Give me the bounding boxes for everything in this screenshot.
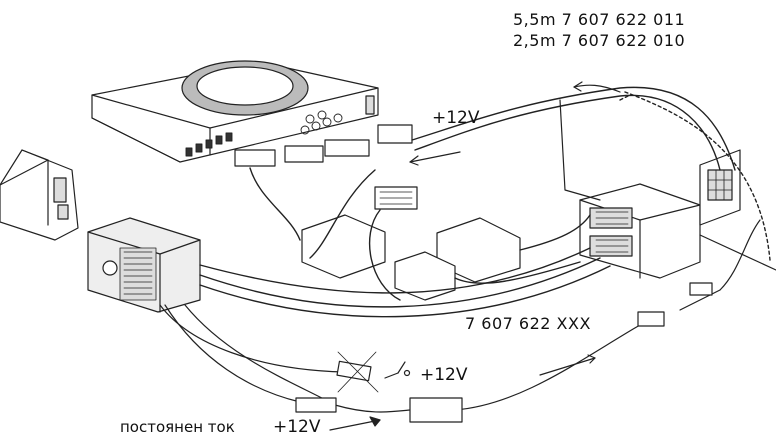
- arrow-top: [573, 84, 621, 93]
- fuse-box: [699, 149, 741, 226]
- switched-fuse-holder: [336, 360, 372, 382]
- fuse-mark: [337, 351, 379, 393]
- switch-symbol: [397, 361, 406, 374]
- vehicle-connector-right: [579, 183, 701, 279]
- connector-iso-small: [394, 251, 456, 301]
- iso-connector-main: [87, 217, 201, 313]
- battery-connector-plug: [409, 397, 463, 423]
- amp-plug-2: [284, 145, 324, 163]
- car-body-line: [559, 99, 601, 201]
- remote-connector: [637, 311, 665, 327]
- part-number-5-5m: 5,5m 7 607 622 011: [513, 10, 686, 29]
- connector-speaker: [301, 214, 386, 279]
- label-plus12v-permanent: +12V: [273, 417, 321, 437]
- part-number-2-5m: 2,5m 7 607 622 010: [513, 31, 686, 50]
- amplifier-unit: [91, 60, 379, 163]
- part-number-generic: 7 607 622 XXX: [465, 314, 591, 333]
- arrow-plus12-bottom: [329, 419, 381, 431]
- arrow-bottom: [539, 357, 596, 376]
- label-permanent-current: постоянен ток: [120, 418, 235, 436]
- remote-connector-2: [689, 282, 713, 296]
- amp-plug-4: [377, 124, 413, 144]
- amp-plug-3: [324, 139, 370, 157]
- car-radio-unit: [0, 149, 79, 241]
- label-plus12v-switched: +12V: [420, 365, 468, 385]
- amp-plug-1: [234, 149, 276, 167]
- amplifier-sockets: [185, 110, 343, 157]
- car-floor-line: [699, 234, 776, 271]
- label-plus12v-amplifier: +12V: [432, 108, 480, 128]
- arrow-left-top: [409, 151, 461, 163]
- battery-connector: [295, 397, 337, 413]
- cable-harness: [199, 86, 771, 318]
